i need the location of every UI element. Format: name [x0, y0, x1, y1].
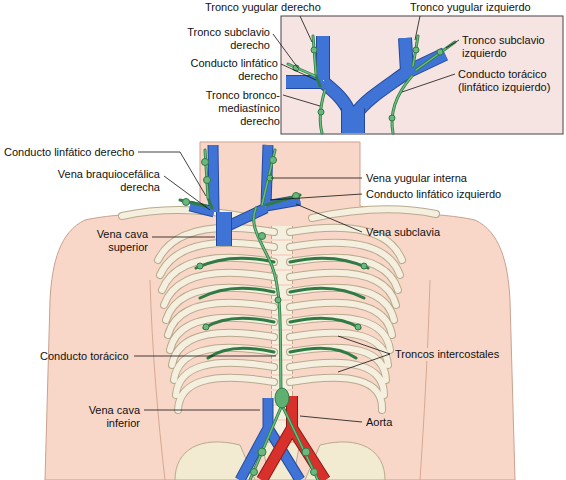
lymph-node	[437, 49, 443, 55]
lymph-node	[389, 115, 395, 121]
lymph-nodes	[183, 157, 368, 476]
inset-vena-cava-outline	[341, 108, 365, 133]
lymph-node	[204, 177, 211, 184]
inset-lymph-trunk-fill	[288, 36, 455, 133]
part-label: Conducto linfático derecho	[176, 57, 278, 83]
part-label: Vena yugular interna	[366, 172, 467, 185]
torso-silhouette	[45, 142, 515, 480]
lymph-node	[203, 324, 209, 330]
lymph-node	[270, 157, 277, 164]
lymph-node	[183, 199, 190, 206]
part-label: Conducto torácico	[40, 350, 129, 363]
part-label: Tronco yugular izquierdo	[410, 1, 531, 14]
part-label: Tronco subclavio derecho	[178, 26, 270, 52]
inset-lymph-trunk	[288, 36, 455, 133]
lymph-node	[251, 469, 258, 476]
part-label: Conducto torácico (linfático izquierdo)	[458, 68, 554, 94]
clavicle-outline	[122, 209, 436, 218]
part-label: Tronco subclavio izquierdo	[462, 34, 554, 60]
clavicle	[122, 209, 436, 218]
lymph-node	[311, 47, 317, 53]
lymph-node	[275, 297, 281, 303]
inset-panel	[281, 16, 563, 134]
lymph-node	[258, 448, 266, 456]
part-label: Vena subclavia	[366, 226, 440, 239]
lymph-node	[197, 263, 203, 269]
lymph-node	[361, 263, 367, 269]
part-label: Aorta	[366, 416, 392, 429]
inset-lymph-nodes	[293, 47, 443, 121]
lymph-node	[355, 324, 361, 330]
part-label: Vena cava inferior	[80, 404, 140, 430]
aorta-outline	[262, 396, 325, 480]
lymph-node	[202, 159, 209, 166]
part-label: Vena braquiocefálica derecha	[50, 168, 160, 194]
lymph-vessel-fill	[205, 150, 318, 480]
lymph-node	[413, 47, 419, 53]
part-label: Troncos intercostales	[394, 348, 500, 361]
part-label: Vena cava superior	[88, 228, 148, 254]
part-label: Tronco yugular derecho	[205, 1, 321, 14]
lymph-node	[311, 469, 318, 476]
lymph-node	[318, 109, 324, 115]
part-label: Conducto linfático izquierdo	[366, 188, 501, 201]
aorta	[262, 396, 325, 480]
part-label: Tronco bronco- mediastínico derecho	[200, 89, 280, 128]
inset-vena-cava	[342, 108, 364, 133]
lymph-node	[302, 448, 310, 456]
cisterna-chyli	[275, 388, 289, 408]
lymph-node	[259, 233, 266, 240]
part-label: Conducto linfático derecho	[4, 146, 134, 159]
leader-line	[134, 16, 459, 422]
superior-vena-cava-fill	[217, 212, 231, 246]
superior-vena-cava	[216, 212, 232, 246]
